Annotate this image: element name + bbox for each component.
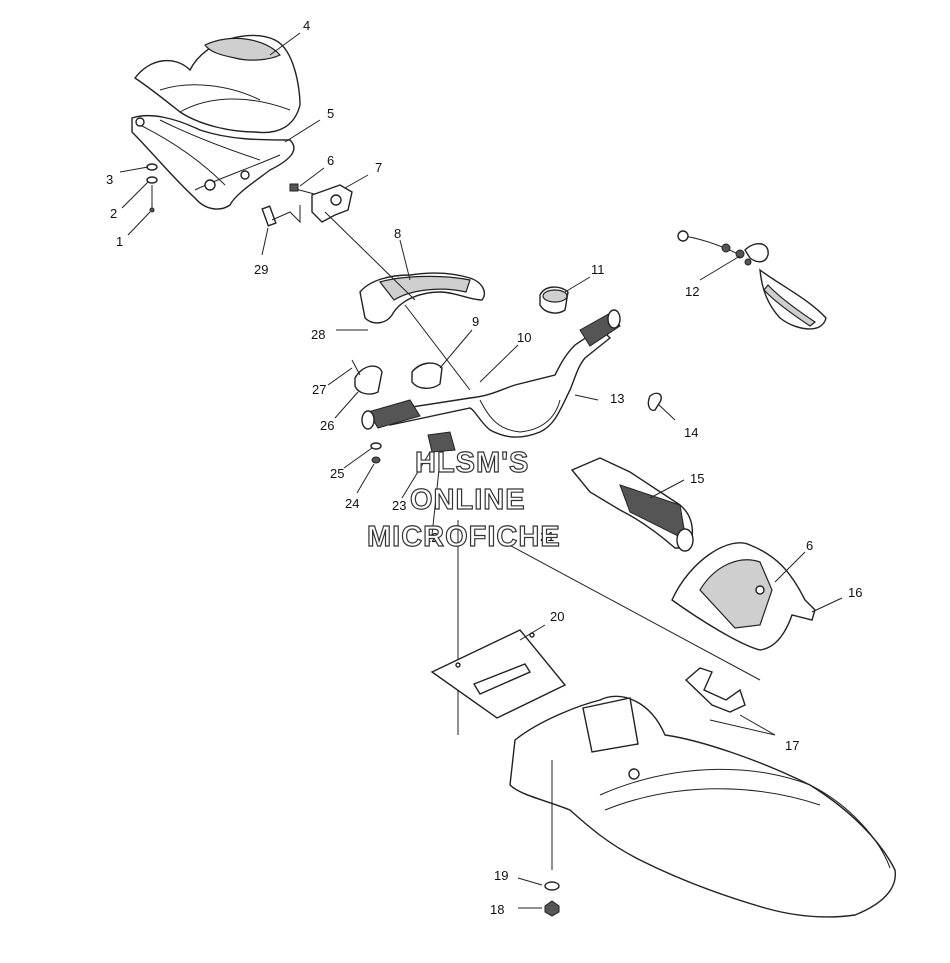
pin-part xyxy=(261,205,301,227)
callout-24: 24 xyxy=(345,496,359,511)
lever-part xyxy=(427,431,459,735)
watermark-line-1: HLSM'S xyxy=(415,447,529,479)
watermark-line-3: MICROFICHE xyxy=(367,521,561,553)
bottom-fasteners xyxy=(544,881,560,917)
callout-20: 20 xyxy=(550,609,564,624)
callout-18: 18 xyxy=(490,902,504,917)
callout-13: 13 xyxy=(610,391,624,406)
wingnut-part xyxy=(647,392,662,412)
callout-4: 4 xyxy=(303,18,310,33)
assembly-line xyxy=(404,304,471,391)
callout-16: 16 xyxy=(848,585,862,600)
callout-11: 11 xyxy=(591,262,605,277)
assembly-line xyxy=(324,211,416,301)
seat-fasteners xyxy=(146,163,158,213)
pod-body-part xyxy=(509,695,896,918)
callout-8: 8 xyxy=(394,226,401,241)
assembly-line xyxy=(499,539,761,681)
throttle-part xyxy=(570,457,694,552)
callout-29: 29 xyxy=(254,262,268,277)
callout-9: 9 xyxy=(472,314,479,329)
callout-2: 2 xyxy=(110,206,117,221)
callout-10: 10 xyxy=(517,330,531,345)
callout-28: 28 xyxy=(311,327,325,342)
callout-23: 23 xyxy=(392,498,406,513)
watermark-line-2: ONLINE xyxy=(410,484,526,516)
callout-25: 25 xyxy=(330,466,344,481)
callout-27: 27 xyxy=(312,382,326,397)
callout-6-lower: 6 xyxy=(806,538,813,553)
callout-21: 21 xyxy=(540,529,554,544)
callout-26: 26 xyxy=(320,418,334,433)
callout-14: 14 xyxy=(684,425,698,440)
callout-12: 12 xyxy=(685,284,699,299)
plate-part xyxy=(430,629,567,719)
callout-22: 22 xyxy=(424,530,438,545)
riser-part xyxy=(359,272,486,324)
handlebar-part xyxy=(361,309,621,438)
control-housing-part xyxy=(671,542,816,651)
clamp-part xyxy=(289,183,353,223)
seat-part xyxy=(133,34,301,134)
callout-15: 15 xyxy=(690,471,704,486)
callout-3: 3 xyxy=(106,172,113,187)
callout-6-upper: 6 xyxy=(327,153,334,168)
clip-part xyxy=(684,667,746,713)
callout-1: 1 xyxy=(116,234,123,249)
cover-part xyxy=(351,359,443,395)
callout-19: 19 xyxy=(494,868,508,883)
lanyard-part xyxy=(677,230,827,330)
seat-base-part xyxy=(131,115,295,210)
end-cap-part xyxy=(539,286,569,314)
washer-parts xyxy=(370,442,382,464)
callout-5: 5 xyxy=(327,106,334,121)
callout-7: 7 xyxy=(375,160,382,175)
callout-17: 17 xyxy=(785,738,799,753)
leader-lines xyxy=(119,32,843,909)
